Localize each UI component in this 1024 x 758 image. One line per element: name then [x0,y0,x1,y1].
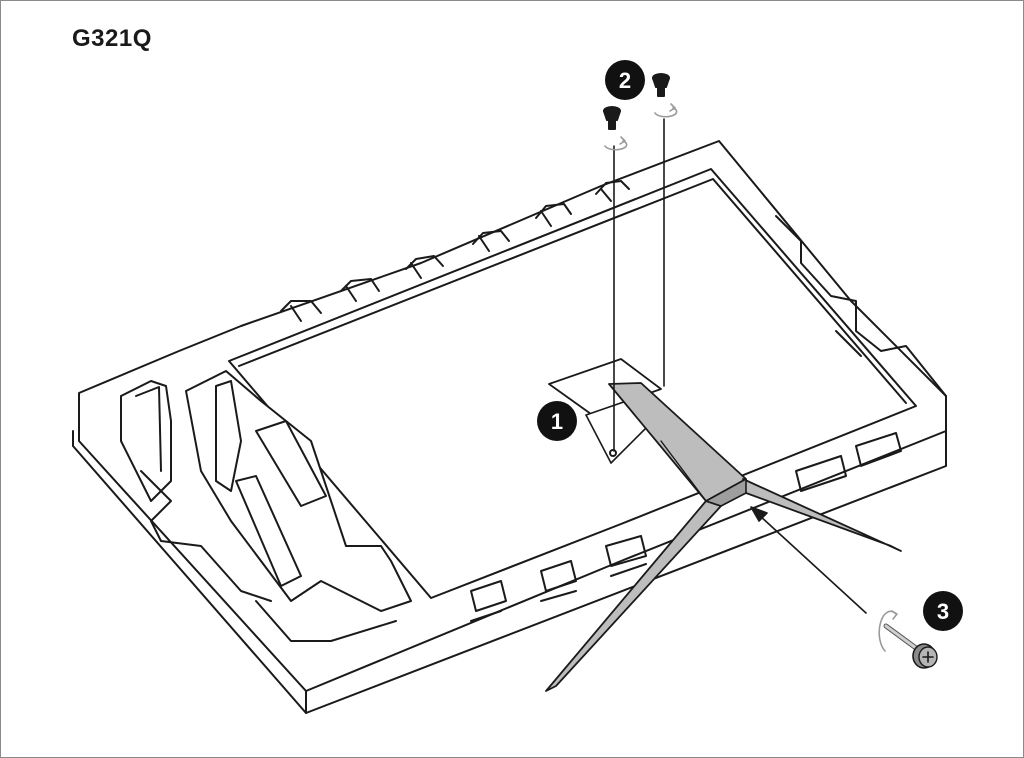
foam-tray [72,140,947,714]
rotate-arrow-icon [654,103,678,118]
thumbscrew-icon [883,623,938,669]
step-badge-2: 2 [605,60,645,100]
step-badge-1: 1 [537,401,577,441]
screw-guide-lines [613,118,665,452]
rotate-arrow-icon [604,136,628,151]
model-title: G321Q [72,25,152,52]
step-badge-3: 3 [923,591,963,631]
rotate-arrow-icon [878,610,898,652]
step-badge-3-label: 3 [937,599,949,624]
monitor-stand [545,382,902,692]
screw-icon [652,73,670,97]
thumbscrew-guide-line [750,506,867,614]
step-badge-2-label: 2 [619,68,631,93]
step-badge-1-label: 1 [551,409,563,434]
screw-icon [603,106,621,130]
